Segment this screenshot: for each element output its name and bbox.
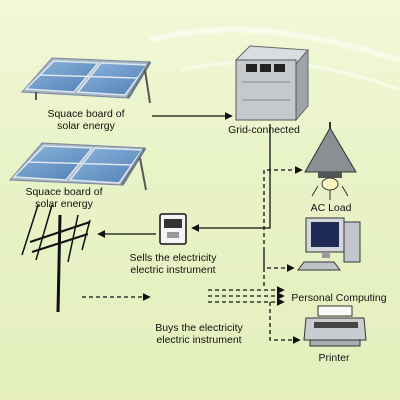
panel-bottom-label-line2: solar energy [35, 198, 93, 210]
utility-pole-icon [21, 204, 91, 313]
panel-top-label-line1: Squace board of [47, 108, 125, 120]
meter-icon [159, 213, 187, 245]
solar-panel-icon [8, 142, 147, 191]
printer-label: Printer [318, 352, 350, 364]
panel-top-label: Squace board of solar energy [30, 108, 142, 132]
flow-arrows [82, 112, 303, 344]
computing-label: Personal Computing [291, 292, 387, 304]
cabinet-icon [234, 45, 310, 122]
printer-icon [303, 305, 367, 347]
sells-label: Sells the electricity electric instrumen… [108, 252, 238, 276]
panel-top-label-line2: solar energy [57, 120, 115, 132]
panel-bottom-label: Squace board of solar energy [8, 186, 120, 210]
ac-load-label: AC Load [310, 202, 352, 214]
buys-label-line2: electric instrument [156, 334, 242, 346]
sells-label-line1: Sells the electricity [129, 252, 217, 264]
buys-label-line1: Buys the electricity [155, 322, 243, 334]
buys-label: Buys the electricity electric instrument [134, 322, 264, 346]
lamp-icon [304, 122, 357, 200]
sells-label-line2: electric instrument [130, 264, 216, 276]
computer-icon [297, 217, 361, 271]
panel-bottom-label-line1: Squace board of [25, 186, 103, 198]
solar-panel-icon [20, 57, 152, 104]
grid-label: Grid-connected [228, 124, 300, 136]
